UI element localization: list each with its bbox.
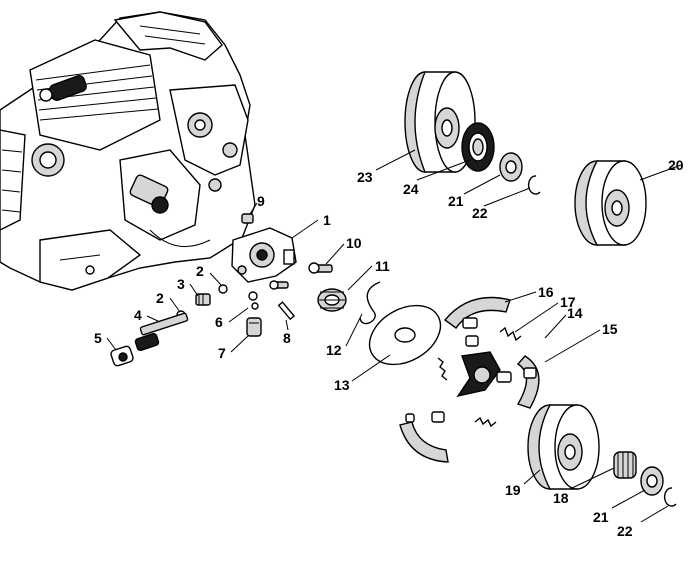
pin-part-8	[277, 301, 296, 321]
callout-16: 16	[538, 284, 554, 300]
screw-part-9	[241, 213, 254, 224]
ring-part-2a	[218, 284, 228, 294]
callout-2: 2	[156, 290, 164, 306]
callout-2: 2	[196, 263, 204, 279]
callout-24: 24	[403, 181, 419, 197]
callout-12: 12	[326, 342, 342, 358]
clutch-shoe-lower	[399, 411, 449, 463]
engine-housing	[0, 11, 256, 291]
washer-part-21a	[499, 152, 523, 182]
clutch-shoe-part-15	[516, 355, 540, 409]
worm-gear-part-11	[317, 288, 347, 312]
callout-labels: 1 2 2 3 4 5 6 7 8 9 10 11 12 13 14 15 16…	[94, 157, 684, 539]
spring-lower	[474, 416, 497, 428]
callout-14: 14	[567, 305, 583, 321]
callout-19: 19	[505, 482, 521, 498]
pump-piston-part-4	[134, 312, 189, 352]
oil-pump-housing	[231, 227, 297, 283]
callout-17: 17	[560, 294, 576, 310]
callout-3: 3	[177, 276, 185, 292]
callout-7: 7	[218, 345, 226, 361]
callout-22: 22	[472, 205, 488, 221]
callout-22: 22	[617, 523, 633, 539]
e-clip-part-22b	[663, 487, 677, 507]
spark-plug-icon	[39, 75, 87, 102]
e-clip-part-22a	[527, 175, 541, 195]
callout-15: 15	[602, 321, 618, 337]
callout-8: 8	[283, 330, 291, 346]
callout-4: 4	[134, 307, 142, 323]
callout-23: 23	[357, 169, 373, 185]
callout-21: 21	[593, 509, 609, 525]
crankshaft-stub	[129, 174, 169, 214]
leader-lines	[106, 149, 682, 523]
plug-part-5	[110, 345, 134, 367]
washer-part-21b	[640, 466, 664, 496]
needle-cage-part-18	[613, 451, 637, 479]
spring-part-3	[195, 293, 211, 306]
spring-part-17	[499, 326, 522, 342]
callout-13: 13	[334, 377, 350, 393]
spur-sprocket-part-24	[461, 122, 495, 172]
callout-18: 18	[553, 490, 569, 506]
clutch-carrier-part-14	[456, 335, 512, 398]
clutch-drum-part-20	[574, 160, 647, 246]
spring-left	[437, 357, 448, 381]
callout-5: 5	[94, 330, 102, 346]
clutch-drum-part-19	[527, 404, 600, 490]
callout-1: 1	[323, 212, 331, 228]
spring-wire-part-12	[359, 281, 381, 325]
screw-part-1b	[269, 280, 289, 290]
callout-6: 6	[215, 314, 223, 330]
thrust-washer-part-13	[368, 304, 442, 366]
callout-9: 9	[257, 193, 265, 209]
callout-11: 11	[375, 258, 390, 274]
clutch-shoe-part-16	[443, 296, 511, 329]
valve-part-7	[246, 317, 262, 337]
callout-20: 20	[668, 157, 684, 173]
cylinder-fins	[29, 39, 161, 151]
callout-21: 21	[448, 193, 464, 209]
o-ring-part-6	[248, 291, 259, 310]
callout-10: 10	[346, 235, 362, 251]
screw-part-10	[308, 262, 333, 274]
